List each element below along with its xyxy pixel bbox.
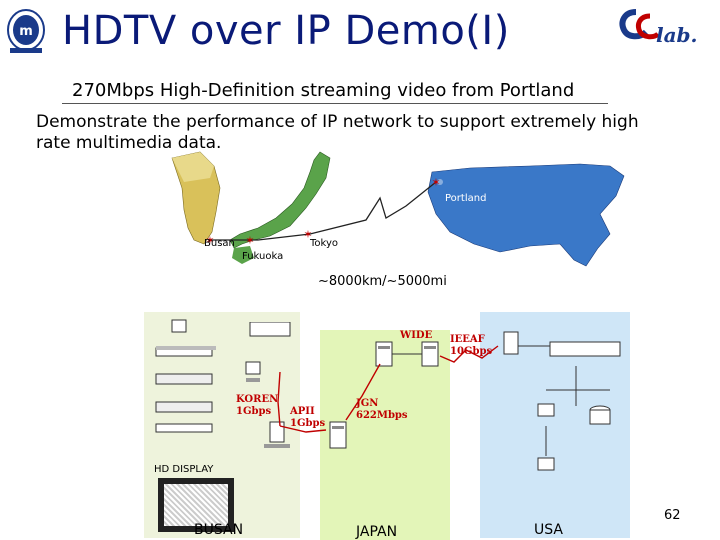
koren-rate: 1Gbps [236, 406, 272, 417]
monitor-icon [537, 457, 555, 471]
map-label-portland: Portland [445, 193, 487, 204]
jgn-label: JGN 622Mbps [356, 398, 408, 422]
route-line [210, 181, 437, 241]
subtitle-underline [62, 103, 608, 104]
jgn-name: JGN [356, 398, 379, 409]
ieeaf-name: IEEAF [450, 334, 485, 345]
wide-label: WIDE [400, 330, 433, 341]
subtitle: 270Mbps High-Definition streaming video … [72, 80, 575, 101]
monitor-icon [164, 484, 228, 526]
portland-marker: ✶ [431, 176, 440, 189]
cclab-logo-icon: lab. [619, 9, 698, 47]
apii-rate: 1Gbps [290, 418, 326, 429]
server-icon [249, 322, 291, 337]
svg-text:m: m [19, 24, 33, 39]
hd-display-label: HD DISPLAY [154, 464, 214, 475]
jgn-link [345, 363, 381, 421]
fukuoka-marker: ✶ [245, 234, 254, 247]
japan-routers [375, 341, 439, 367]
ieeaf-link [439, 345, 499, 363]
server-icon [503, 331, 519, 355]
ieeaf-rate: 10Gbps [450, 346, 493, 357]
koren-name: KOREN [236, 394, 279, 405]
page-number: 62 [664, 508, 681, 523]
tokyo-marker: ✶ [303, 228, 312, 241]
map-label-fukuoka: Fukuoka [242, 251, 284, 262]
description-text: Demonstrate the performance of IP networ… [36, 112, 639, 153]
apii-name: APII [290, 406, 315, 417]
koren-link [277, 371, 281, 427]
region-label-japan: JAPAN [356, 524, 398, 540]
ieeaf-label: IEEAF 10Gbps [450, 334, 492, 358]
busan-device-captions [156, 346, 216, 356]
region-label-usa: USA [534, 522, 563, 538]
busan-device-rack [155, 319, 213, 433]
hd-display-monitor [158, 478, 234, 532]
usa-landmass [427, 163, 625, 267]
computer-icon [537, 403, 555, 417]
distance-label: ~8000km/~5000mi [318, 274, 447, 289]
apii-link [279, 425, 327, 433]
koren-label: KOREN 1Gbps [236, 394, 278, 418]
busan-mid-devices [245, 322, 291, 448]
university-seal-icon: m [7, 9, 45, 53]
network-diagram: KOREN 1Gbps HD DISPLAY WIDE JGN 622Mbps … [140, 306, 640, 540]
map-label-tokyo: Tokyo [310, 238, 338, 249]
router-icon [155, 373, 213, 385]
japan-kyushu [232, 246, 254, 264]
korea-north [172, 152, 214, 182]
page-title: HDTV over IP Demo(I) [62, 8, 510, 54]
computer-icon [171, 319, 187, 333]
busan-marker: ✶ [205, 234, 214, 247]
link-lines [277, 345, 499, 433]
japan-apii-router [329, 421, 347, 449]
map-label-busan: Busan [204, 238, 235, 249]
region-label-busan: BUSAN [194, 522, 244, 538]
route-map: ✶ ✶ ✶ ✶ [171, 151, 625, 267]
apii-label: APII 1Gbps [290, 406, 325, 430]
jgn-rate: 622Mbps [356, 410, 408, 421]
svg-text:lab.: lab. [656, 23, 698, 47]
usa-devices [503, 331, 621, 471]
